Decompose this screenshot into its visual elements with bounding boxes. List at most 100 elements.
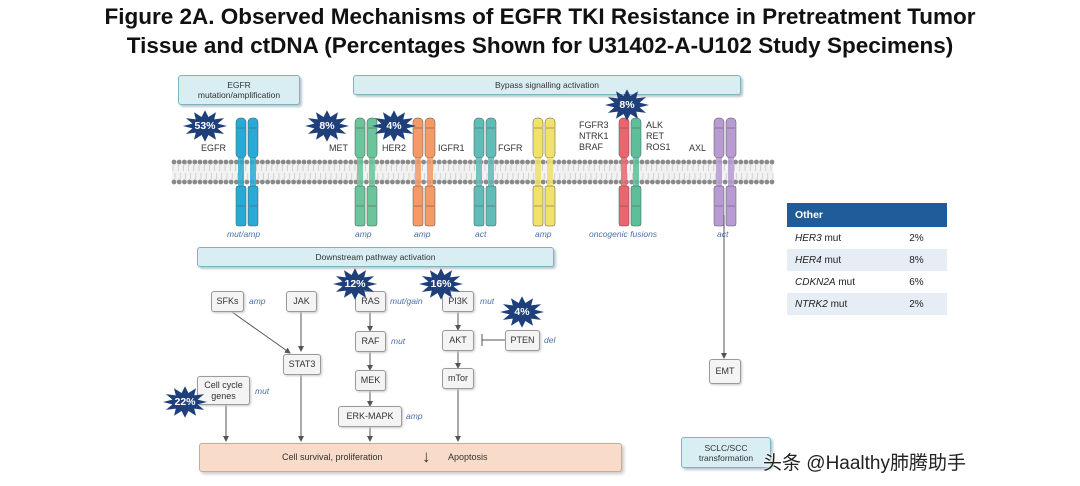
pten-label: PTEN <box>510 335 535 345</box>
lipid-head-top <box>717 159 723 165</box>
lipid-head-top <box>306 159 312 165</box>
pi3k-note: mut <box>480 296 495 306</box>
ras-node: RAS <box>355 291 386 312</box>
lipid-head-top <box>478 159 484 165</box>
lipid-head-bottom <box>499 179 504 185</box>
receptor-1-intracellular <box>354 185 366 227</box>
ras-note: mut/gain <box>390 296 423 306</box>
receptor-2-extracellular <box>424 117 436 159</box>
lipid-head-top <box>353 159 359 165</box>
pct-cell: 2% <box>901 227 947 249</box>
lipid-head-top <box>457 159 463 165</box>
lipid-head-top <box>218 159 224 165</box>
lipid-head-bottom <box>686 179 692 185</box>
lipid-head-top <box>514 159 520 165</box>
badge-star-icon <box>305 110 349 142</box>
badge-star-icon <box>419 268 463 300</box>
lipid-head-top <box>332 159 338 165</box>
watermark: 头条 @Haalthy肺腾助手 <box>763 453 966 474</box>
receptor-5-intracellular <box>630 185 642 227</box>
lipid-head-top <box>452 159 458 165</box>
lipid-head-bottom <box>660 179 666 185</box>
lipid-head-bottom <box>764 179 770 185</box>
table-row: CDKN2A mut 6% <box>787 271 947 293</box>
lipid-head-bottom <box>322 179 328 185</box>
lipid-head-top <box>551 159 556 165</box>
lipid-head-bottom <box>696 179 702 185</box>
lipid-head-bottom <box>488 179 494 185</box>
receptor-1-transmembrane <box>357 158 363 186</box>
receptor-6-intracellular <box>713 185 725 227</box>
lipid-head-bottom <box>280 179 286 185</box>
table-row: NTRK2 mut 2% <box>787 293 947 315</box>
receptor-5-transmembrane <box>621 158 627 186</box>
lipid-head-bottom <box>618 179 624 185</box>
gene-suffix: mut <box>821 254 842 266</box>
gene-name: CDKN2A <box>795 276 836 288</box>
lipid-head-top <box>499 159 504 165</box>
lipid-head-top <box>702 159 707 165</box>
badge-star-icon <box>183 110 227 142</box>
emt-node: EMT <box>709 359 741 384</box>
lipid-head-top <box>208 159 213 165</box>
lipid-head-bottom <box>702 179 707 185</box>
pten-node: PTEN <box>505 330 540 351</box>
lipid-head-bottom <box>644 179 650 185</box>
lipid-head-bottom <box>598 179 603 185</box>
lipid-head-top <box>592 159 598 165</box>
lipid-head-bottom <box>312 179 317 185</box>
receptor-1-extracellular <box>354 117 366 159</box>
lipid-head-top <box>504 159 510 165</box>
lipid-head-bottom <box>681 179 686 185</box>
lipid-head-bottom <box>187 179 193 185</box>
cell-cycle-label: Cell cycle genes <box>204 379 243 401</box>
badge-fusions-text: 8% <box>619 99 635 111</box>
lipid-head-bottom <box>650 179 655 185</box>
lipid-head-top <box>488 159 494 165</box>
sfks-note: amp <box>249 296 266 306</box>
lipid-head-top <box>556 159 562 165</box>
lipid-head-bottom <box>452 179 458 185</box>
receptor-5-extracellular <box>618 117 630 159</box>
lipid-head-bottom <box>197 179 203 185</box>
lipid-head-bottom <box>514 179 520 185</box>
gene-name: NTRK2 <box>795 298 828 310</box>
lipid-head-top <box>447 159 452 165</box>
lipid-head-top <box>374 159 380 165</box>
lipid-head-bottom <box>348 179 354 185</box>
receptor-0-intracellular <box>247 185 259 227</box>
gene-name: HER4 <box>795 254 822 266</box>
lipid-head-bottom <box>395 179 400 185</box>
lipid-head-top <box>494 159 499 165</box>
lipid-head-top <box>270 159 276 165</box>
lipid-head-top <box>244 159 250 165</box>
lipid-head-bottom <box>260 179 265 185</box>
badge-her2: 4% <box>371 110 417 142</box>
lipid-head-bottom <box>265 179 270 185</box>
lipid-head-top <box>317 159 322 165</box>
mek-node: MEK <box>355 370 386 391</box>
receptor-label-axl: AXL <box>689 143 707 153</box>
gene-cell: HER3 mut <box>787 227 902 249</box>
lipid-head-top <box>748 159 754 165</box>
lipid-head-top <box>540 159 546 165</box>
lipid-head-top <box>405 159 411 165</box>
lipid-head-top <box>759 159 764 165</box>
lipid-head-top <box>670 159 676 165</box>
lipid-head-bottom <box>634 179 640 185</box>
downstream-section-label: Downstream pathway activation <box>197 247 554 267</box>
pct-cell: 8% <box>901 249 947 271</box>
badge-cell-cycle-text: 22% <box>174 396 196 408</box>
lipid-head-top <box>733 159 738 165</box>
lipid-head-top <box>197 159 203 165</box>
lipid-head-top <box>348 159 354 165</box>
receptor-6-transmembrane <box>716 158 722 186</box>
mek-label: MEK <box>360 375 381 385</box>
lipid-head-bottom <box>566 179 572 185</box>
receptor-2-transmembrane <box>427 158 433 186</box>
sclc-section-label: SCLC/SCC transformation <box>681 437 771 468</box>
lipid-head-top <box>754 159 759 165</box>
lipid-head-top <box>343 159 348 165</box>
other-table-header-row: Other <box>787 203 947 227</box>
erk-mapk-note: amp <box>406 411 423 421</box>
